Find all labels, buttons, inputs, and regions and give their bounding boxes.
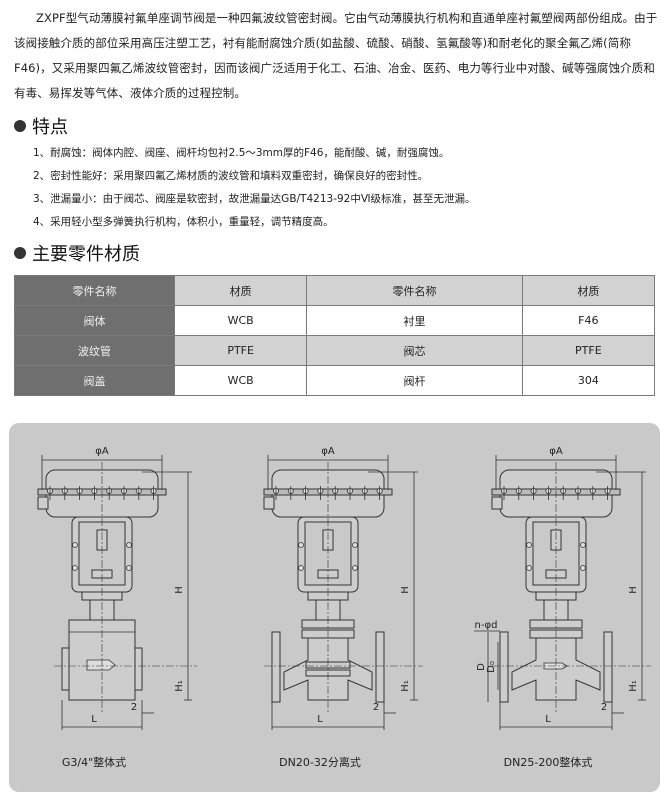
table-header-row: 零件名称 材质 零件名称 材质	[14, 275, 656, 306]
header-cell: 零件名称	[306, 275, 523, 306]
dimension-label-h1: H₁	[628, 680, 639, 692]
materials-table: 零件名称 材质 零件名称 材质 阀体 WCB 衬里 F46 波纹管 PTFE 阀…	[14, 275, 656, 396]
dimension-label-h: H	[628, 586, 639, 594]
yoke-bolt-icon	[580, 565, 586, 571]
features-list: 1、耐腐蚀：阀体内腔、阀座、阀杆均包衬2.5～3mm厚的F46，能耐酸、碱，耐强…	[33, 142, 476, 234]
table-cell: 304	[521, 365, 656, 396]
dimension-label-h: H	[400, 586, 411, 594]
yoke-bolt-icon	[126, 542, 132, 548]
dimension-label-n-phid: n-φd	[475, 620, 498, 631]
flange-left	[271, 631, 281, 703]
table-cell: WCB	[173, 305, 308, 336]
bullet-icon	[14, 120, 26, 132]
table-cell: 阀芯	[306, 335, 523, 366]
yoke-bolt-icon	[526, 542, 532, 548]
yoke-bolt-icon	[580, 542, 586, 548]
feature-item: 3、泄漏量小：由于阀芯、阀座是软密封，故泄漏量达GB/T4213-92中Ⅵ级标准…	[33, 193, 476, 205]
features-heading: 特点	[14, 113, 68, 139]
yoke-bolt-icon	[72, 565, 78, 571]
dimension-label-gap: 2	[131, 702, 137, 713]
dimension-label-h1: H₁	[174, 680, 185, 692]
table-cell: WCB	[173, 365, 308, 396]
yoke-bolt-icon	[298, 565, 304, 571]
header-cell: 材质	[173, 275, 308, 306]
dimension-label-l: L	[91, 714, 97, 725]
feature-item: 4、采用轻小型多弹簧执行机构，体积小，重量轻，调节精度高。	[33, 216, 334, 228]
feature-item: 2、密封性能好：采用聚四氟乙烯材质的波纹管和填料双重密封，确保良好的密封性。	[33, 170, 429, 182]
flange-right	[375, 631, 385, 703]
table-cell: 阀体	[14, 305, 175, 336]
table-row: 阀盖 WCB 阀杆 304	[14, 365, 656, 396]
dimension-label-l: L	[317, 714, 323, 725]
yoke-bolt-icon	[352, 542, 358, 548]
table-cell: PTFE	[521, 335, 656, 366]
dimension-label-l: L	[545, 714, 551, 725]
yoke-bolt-icon	[526, 565, 532, 571]
dimension-label-phi-a: φA	[95, 446, 109, 457]
dimension-label-d: D	[476, 663, 487, 671]
end-port-left	[61, 647, 70, 691]
air-port	[37, 496, 49, 510]
table-cell: F46	[521, 305, 656, 336]
dimension-label-h: H	[174, 586, 185, 594]
drawing-caption: G3/4"整体式	[62, 755, 126, 769]
end-port-right	[134, 647, 143, 691]
yoke-bolt-icon	[352, 565, 358, 571]
intro-paragraph: ZXPF型气动薄膜衬氟单座调节阀是一种四氟波纹管密封阀。它由气动薄膜执行机构和直…	[14, 11, 658, 100]
dimension-label-gap: 2	[601, 702, 607, 713]
table-row: 波纹管 PTFE 阀芯 PTFE	[14, 335, 656, 366]
table-cell: 阀盖	[14, 365, 175, 396]
drawing-caption: DN25-200整体式	[504, 755, 593, 769]
dimension-label-gap: 2	[373, 702, 379, 713]
air-port	[491, 496, 503, 510]
air-port	[263, 496, 275, 510]
drawing-caption: DN20-32分离式	[279, 755, 361, 769]
dimension-label-h1: H₁	[400, 680, 411, 692]
flange-left	[499, 631, 509, 703]
table-cell: PTFE	[173, 335, 308, 366]
yoke-bolt-icon	[298, 542, 304, 548]
feature-item: 1、耐腐蚀：阀体内腔、阀座、阀杆均包衬2.5～3mm厚的F46，能耐酸、碱，耐强…	[33, 147, 450, 159]
flange-right	[603, 631, 613, 703]
table-cell: 衬里	[306, 305, 523, 336]
bullet-icon	[14, 247, 26, 259]
dimension-label-phi-a: φA	[549, 446, 563, 457]
header-cell: 材质	[521, 275, 656, 306]
header-cell: 零件名称	[14, 275, 175, 306]
yoke-bolt-icon	[126, 565, 132, 571]
dimension-label-phi-a: φA	[321, 446, 335, 457]
features-title: 特点	[32, 117, 68, 138]
table-cell: 波纹管	[14, 335, 175, 366]
table-cell: 阀杆	[306, 365, 523, 396]
materials-title: 主要零件材质	[32, 244, 140, 265]
dimension-label-d0: D₀	[486, 661, 497, 673]
materials-heading: 主要零件材质	[14, 240, 140, 266]
table-row: 阀体 WCB 衬里 F46	[14, 305, 656, 336]
flow-arrow-icon	[86, 659, 116, 671]
yoke-bolt-icon	[72, 542, 78, 548]
